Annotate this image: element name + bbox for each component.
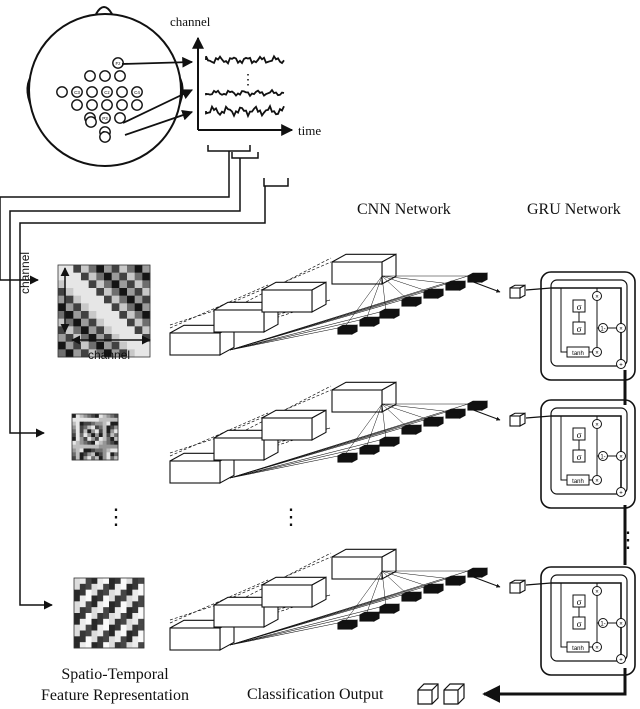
eeg-wave [205, 54, 285, 65]
gru-chain-output [482, 370, 627, 703]
matrix-channel-x-label: channel [88, 348, 131, 362]
svg-text:σ: σ [577, 597, 582, 607]
gru-network-title: GRU Network [527, 201, 621, 218]
row-ellipsis-middle: ⋮ [280, 504, 302, 529]
cnn-output-cube [509, 579, 526, 594]
feature-matrix [71, 413, 119, 461]
cnn-output-cube [509, 412, 526, 427]
svg-text:+: + [619, 491, 623, 497]
gru-cell: σ σ tanh × 1- × × + [540, 399, 636, 509]
matrix-channel-y-label: channel [18, 251, 32, 294]
svg-text:tanh: tanh [572, 351, 584, 357]
electrode [114, 70, 126, 82]
eeg-time-axis-label: time [298, 123, 322, 138]
svg-text:σ: σ [577, 302, 582, 312]
pipeline-row: σ σ tanh × 1- × × + [73, 548, 636, 676]
cnn-layers [169, 548, 501, 651]
eeg-wave [205, 88, 285, 98]
electrode [71, 99, 83, 111]
gru-cell: σ σ tanh × 1- × × + [540, 566, 636, 676]
svg-text:σ: σ [577, 324, 582, 334]
electrode [116, 86, 128, 98]
electrode [131, 99, 143, 111]
electrode-label: Fz [116, 61, 122, 66]
cnn-layers [169, 253, 501, 356]
svg-text:×: × [595, 423, 599, 429]
electrode-grid: FzC3CzC4P3Pz [56, 57, 143, 143]
svg-text:+: + [619, 658, 623, 664]
electrode [86, 99, 98, 111]
svg-text:×: × [619, 327, 623, 333]
electrode-label: Cz [104, 90, 110, 95]
electrode-to-signal-arrows [121, 56, 194, 136]
svg-text:×: × [595, 590, 599, 596]
electrode [71, 86, 83, 98]
row-ellipsis-right: ⋮ [617, 527, 639, 552]
svg-text:×: × [595, 351, 599, 357]
svg-text:×: × [595, 479, 599, 485]
matrix-dimension-arrows [60, 267, 151, 345]
svg-text:σ: σ [577, 452, 582, 462]
feature-label-line2: Feature Representation [41, 687, 189, 704]
electrode [101, 86, 113, 98]
electrode [131, 86, 143, 98]
svg-text:×: × [595, 646, 599, 652]
svg-text:+: + [619, 363, 623, 369]
eeg-signal-plot: ⋮ [192, 36, 294, 136]
time-window-brackets [207, 145, 289, 187]
electrode [99, 131, 111, 143]
channel-dots: ⋮ [241, 73, 255, 88]
svg-text:1-: 1- [600, 622, 605, 628]
electrode [84, 70, 96, 82]
svg-text:×: × [619, 455, 623, 461]
row-ellipsis-left: ⋮ [105, 504, 127, 529]
feature-label-line1: Spatio-Temporal [61, 666, 169, 683]
svg-text:1-: 1- [600, 327, 605, 333]
svg-text:×: × [595, 295, 599, 301]
feature-representation-label: Spatio-Temporal Feature Representation [20, 664, 210, 706]
feature-matrix [73, 577, 145, 649]
svg-text:tanh: tanh [572, 646, 584, 652]
routing-lines [0, 151, 266, 610]
output-cubes [417, 683, 465, 705]
electrode [116, 99, 128, 111]
svg-text:σ: σ [577, 619, 582, 629]
electrode-label: C3 [74, 90, 80, 95]
svg-text:σ: σ [577, 430, 582, 440]
svg-text:tanh: tanh [572, 479, 584, 485]
electrode-label: C4 [134, 90, 140, 95]
eeg-channel-axis-label: channel [170, 14, 211, 29]
feature-matrix [57, 264, 151, 358]
gru-cell: σ σ tanh × 1- × × + [540, 271, 636, 381]
electrode [86, 86, 98, 98]
electrode [114, 112, 126, 124]
electrode [99, 70, 111, 82]
electrode [112, 57, 124, 69]
cnn-output-cube [509, 284, 526, 299]
svg-text:1-: 1- [600, 455, 605, 461]
classification-output-label: Classification Output [247, 686, 384, 703]
eeg-wave [205, 103, 285, 119]
electrode [101, 99, 113, 111]
pipeline-row: σ σ tanh × 1- × × + [71, 381, 636, 509]
svg-text:×: × [619, 622, 623, 628]
cnn-layers [169, 381, 501, 484]
electrode [85, 116, 97, 128]
cnn-network-title: CNN Network [357, 201, 451, 218]
pipeline-row: σ σ tanh × 1- × × + [57, 253, 636, 381]
electrode-label: P3 [102, 116, 108, 121]
electrode [99, 112, 111, 124]
electrode [56, 86, 68, 98]
